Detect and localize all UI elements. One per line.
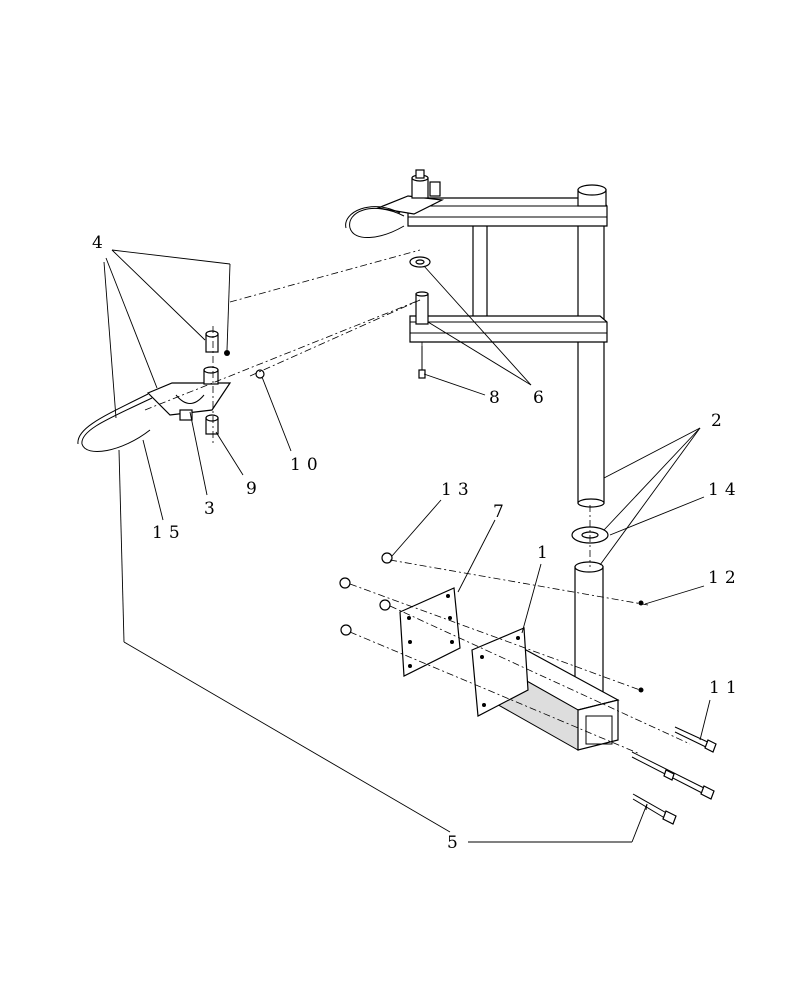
callout-10: 10 [290, 455, 324, 475]
callout-9: 9 [246, 479, 263, 499]
callout-labels: 4 15 3 9 10 8 6 2 14 13 7 1 12 11 5 [92, 233, 743, 853]
bolt-11 [674, 726, 717, 753]
lower-bracket-assembly [339, 526, 717, 825]
callout-3: 3 [204, 499, 221, 519]
callout-6: 6 [533, 388, 550, 408]
callout-13: 13 [441, 480, 475, 500]
callout-12: 12 [708, 568, 742, 588]
leader-lines [103, 249, 711, 843]
callout-2: 2 [711, 411, 728, 431]
callout-4: 4 [92, 233, 109, 253]
callout-5: 5 [447, 833, 464, 853]
callout-8: 8 [489, 388, 506, 408]
callout-11: 11 [709, 678, 743, 698]
upper-frame-assembly [345, 169, 608, 508]
assembly-centerlines [144, 249, 691, 755]
clamp-assembly [77, 330, 265, 452]
bolt-5a [631, 751, 715, 800]
callout-15: 15 [152, 523, 186, 543]
callout-1: 1 [537, 543, 554, 563]
callout-14: 14 [708, 480, 742, 500]
callout-7: 7 [493, 502, 510, 522]
bolt-5b [632, 793, 677, 825]
nut-10 [255, 369, 265, 379]
